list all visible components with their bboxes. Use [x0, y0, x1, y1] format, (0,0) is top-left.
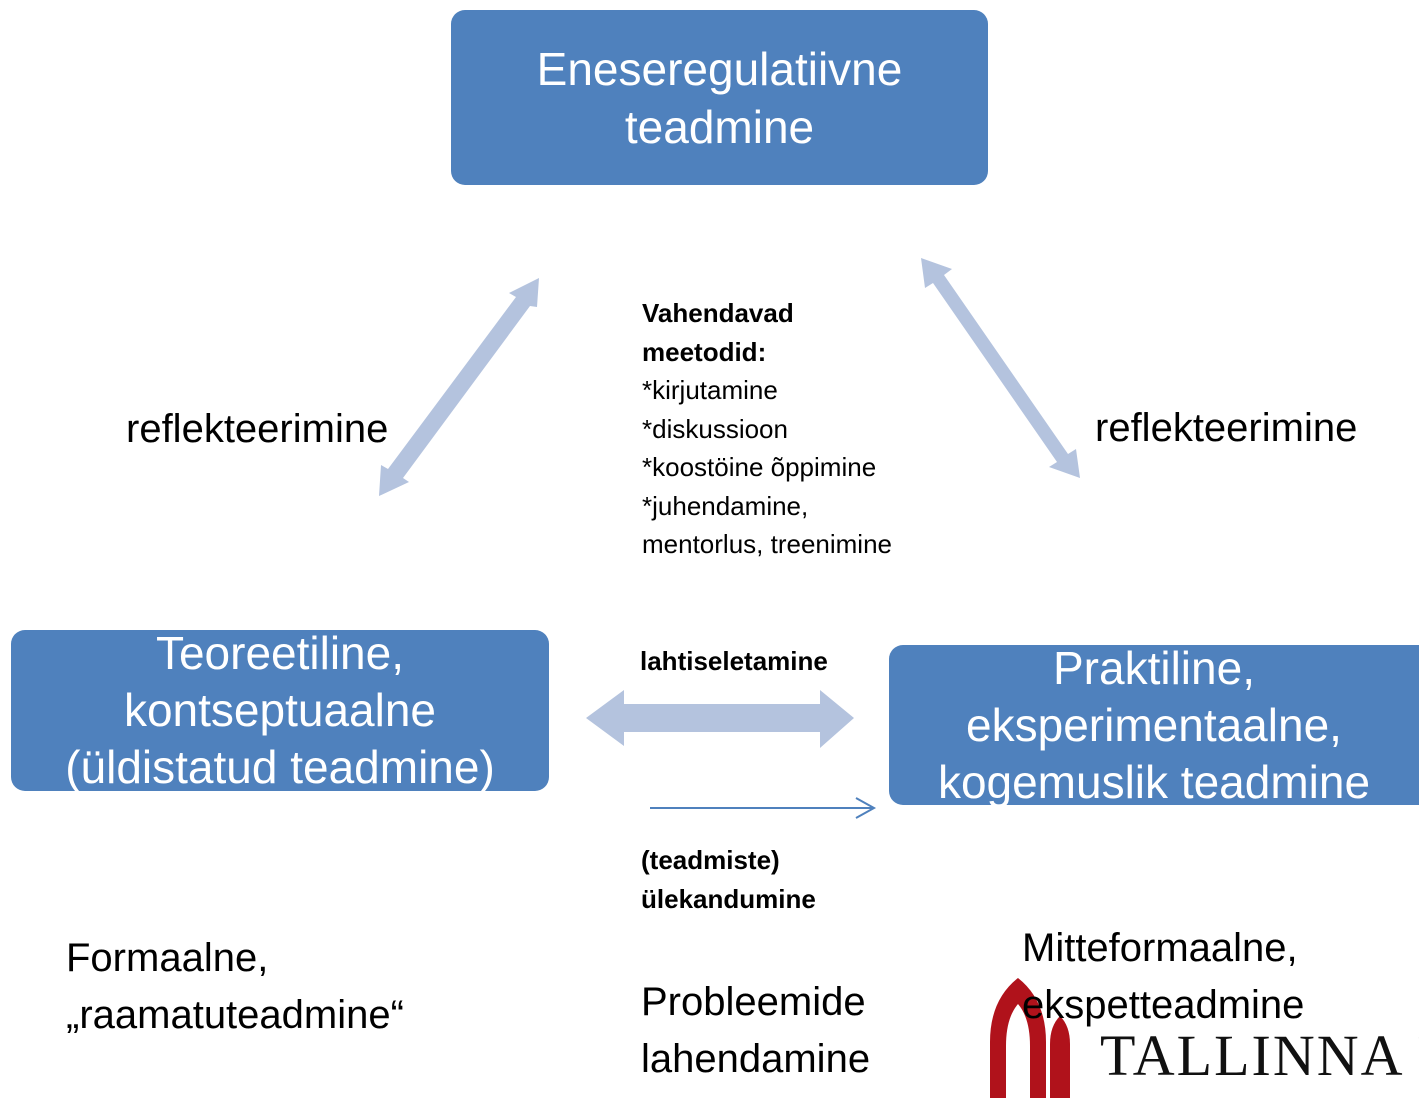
double-arrow-left-diagonal: [379, 278, 539, 496]
label-mitteformaalne: Mitteformaalne, ekspetteadmine: [1022, 926, 1305, 1027]
logo-text: TALLINNA Ü: [1100, 1023, 1419, 1088]
methods-item: *kirjutamine: [642, 375, 778, 405]
methods-block: Vahendavad meetodid: *kirjutamine *disku…: [642, 294, 892, 564]
methods-item: *koostöine õppimine: [642, 452, 877, 482]
methods-item: *diskussioon: [642, 413, 788, 444]
double-arrow-right-diagonal: [921, 258, 1080, 478]
box-teoreetiline-teadmine: Teoreetiline, kontseptuaalne (üldistatud…: [11, 627, 549, 793]
thin-arrow-transfer: [650, 797, 877, 819]
label-probleemide-lahendamine: Probleemide lahendamine: [641, 980, 871, 1081]
label-ulekandumine: (teadmiste) ülekandumine: [641, 845, 816, 914]
label-reflekteerimine-left: reflekteerimine: [126, 407, 389, 451]
university-logo-icon: [990, 978, 1070, 1098]
methods-title: Vahendavad meetodid:: [642, 298, 794, 367]
double-arrow-horizontal: [586, 690, 854, 748]
box-right-label: Praktiline, eksperimentaalne, kogemuslik…: [937, 641, 1371, 808]
label-reflekteerimine-right: reflekteerimine: [1095, 406, 1358, 450]
label-formaalne: Formaalne, „raamatuteadmine“: [66, 936, 404, 1037]
methods-item: *juhendamine, mentorlus, treenimine: [642, 490, 892, 560]
box-left-label: Teoreetiline, kontseptuaalne (üldistatud…: [65, 627, 495, 793]
box-praktiline-teadmine: Praktiline, eksperimentaalne, kogemuslik…: [889, 642, 1419, 808]
box-top-label: Eneseregulatiivne teadmine: [536, 42, 903, 153]
box-eneseregulatiivne-teadmine: Eneseregulatiivne teadmine: [451, 10, 988, 185]
label-lahtiseletamine: lahtiseletamine: [640, 646, 828, 676]
